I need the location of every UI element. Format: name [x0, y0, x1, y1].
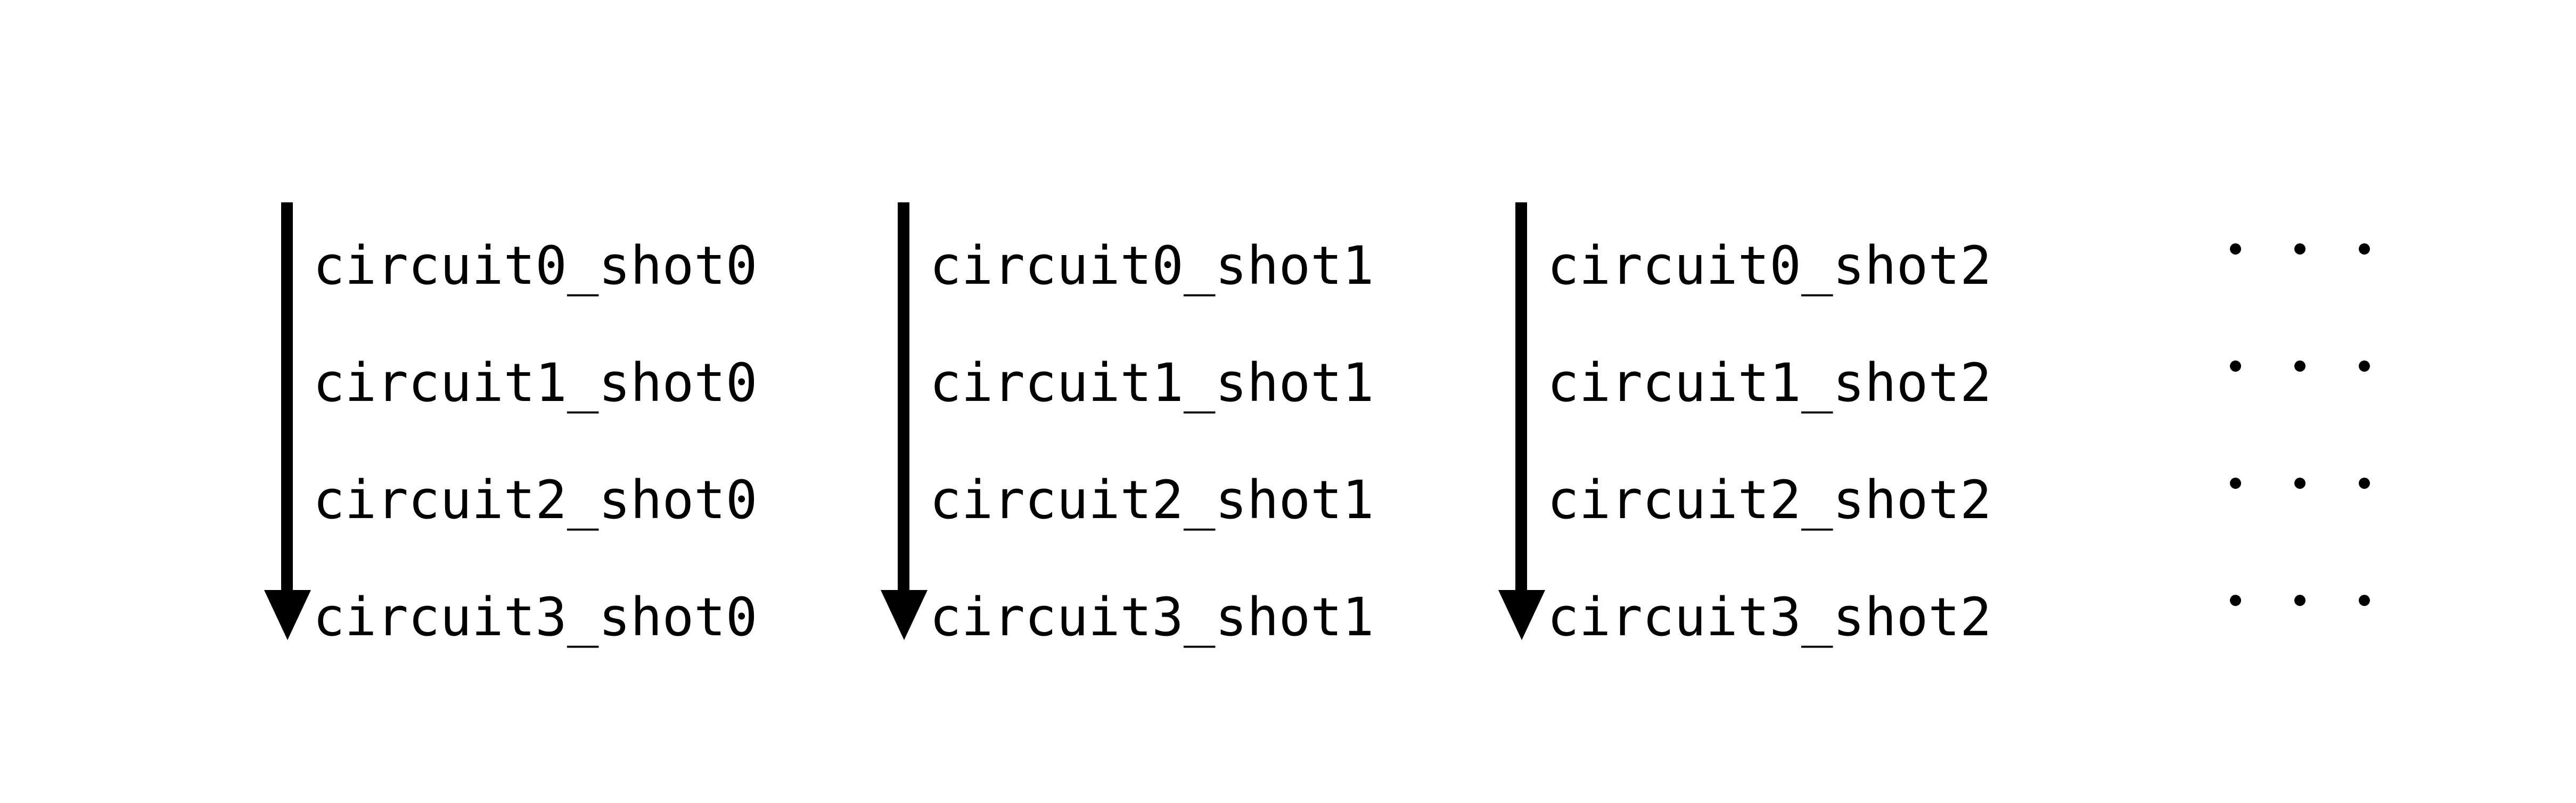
list-item: circuit2_shot1 — [930, 470, 1374, 531]
label-stack-1: circuit0_shot1 circuit1_shot1 circuit2_s… — [930, 208, 1374, 676]
ellipsis-row — [2230, 243, 2370, 255]
list-item: circuit0_shot1 — [930, 235, 1374, 297]
list-item: circuit2_shot2 — [1547, 470, 1992, 531]
ellipsis-dot-icon — [2230, 478, 2241, 489]
ellipsis-dot-icon — [2294, 478, 2306, 489]
list-item: circuit0_shot2 — [1547, 235, 1992, 297]
ellipsis-dot-icon — [2294, 243, 2306, 255]
ellipsis-dot-icon — [2230, 595, 2241, 606]
label-stack-2: circuit0_shot2 circuit1_shot2 circuit2_s… — [1547, 208, 1991, 676]
list-item: circuit0_shot0 — [313, 235, 758, 297]
label-stack-0: circuit0_shot0 circuit1_shot0 circuit2_s… — [313, 208, 757, 676]
down-arrow-icon — [1498, 202, 1545, 640]
ellipsis-dot-icon — [2230, 360, 2241, 372]
down-arrow-icon — [881, 202, 928, 640]
ellipsis-row — [2230, 360, 2370, 372]
ellipsis-dot-icon — [2359, 243, 2370, 255]
ellipsis-row — [2230, 478, 2370, 489]
list-item: circuit1_shot2 — [1547, 353, 1992, 414]
list-item: circuit2_shot0 — [313, 470, 758, 531]
list-item: circuit1_shot0 — [313, 353, 758, 414]
ellipsis-dot-icon — [2359, 360, 2370, 372]
list-item: circuit3_shot2 — [1547, 587, 1992, 648]
ellipsis-row — [2230, 595, 2370, 606]
down-arrow-icon — [264, 202, 311, 640]
ellipsis-dot-icon — [2294, 360, 2306, 372]
ellipsis-dot-icon — [2359, 595, 2370, 606]
list-item: circuit3_shot0 — [313, 587, 758, 648]
list-item: circuit3_shot1 — [930, 587, 1374, 648]
ellipsis-dot-icon — [2294, 595, 2306, 606]
ellipsis-dot-icon — [2230, 243, 2241, 255]
ellipsis-dot-icon — [2359, 478, 2370, 489]
list-item: circuit1_shot1 — [930, 353, 1374, 414]
